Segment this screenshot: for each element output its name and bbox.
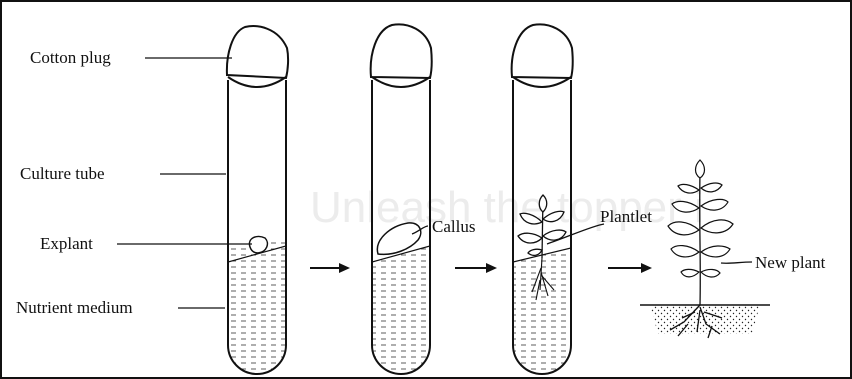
arrow-3 [608,263,652,273]
label-callus: Callus [432,217,475,236]
cotton-plug [227,26,288,87]
arrow-2 [455,263,497,273]
label-explant: Explant [40,234,93,253]
arrow-1 [310,263,350,273]
label-plantlet: Plantlet [600,207,652,226]
label-cotton-plug: Cotton plug [30,48,111,67]
culture-tube-1 [227,26,288,374]
explant-tissue [249,236,267,253]
label-culture-tube: Culture tube [20,164,105,183]
label-new-plant: New plant [755,253,826,272]
label-nutrient-medium: Nutrient medium [16,298,133,317]
process-arrows [310,263,652,273]
